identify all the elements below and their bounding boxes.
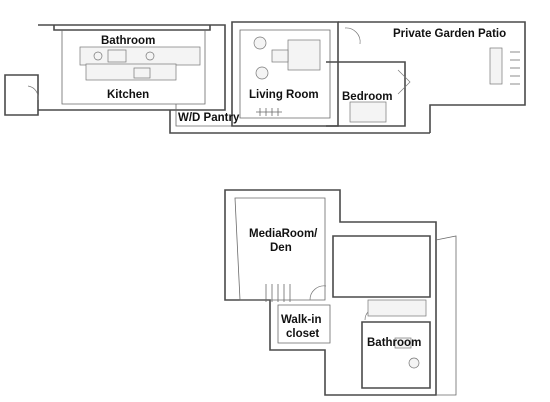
living-room-walls bbox=[231, 21, 339, 127]
closet-shelf-icon bbox=[367, 299, 427, 317]
room-label-living-room: Living Room bbox=[249, 89, 319, 101]
entry-stoop bbox=[4, 74, 39, 116]
living-room-inner bbox=[239, 29, 331, 119]
patio-walls bbox=[338, 21, 526, 133]
armchair-icon bbox=[253, 36, 267, 50]
bedroom-walls bbox=[326, 61, 406, 127]
room-label-wd-pantry: W/D Pantry bbox=[178, 112, 240, 124]
lower-stairs-icon bbox=[265, 284, 291, 302]
closet-door-icon bbox=[397, 69, 411, 95]
room-label-bathroom: Bathroom bbox=[101, 35, 155, 47]
closet-walls bbox=[277, 304, 331, 344]
patio-planter-icon bbox=[489, 47, 503, 85]
kitchen-counter-icon bbox=[85, 63, 177, 81]
patio-door-icon bbox=[344, 27, 361, 45]
room-label-kitchen: Kitchen bbox=[107, 89, 149, 101]
sink-icon bbox=[93, 51, 103, 61]
room-label-bedroom: Bedroom bbox=[342, 91, 392, 103]
toilet-icon bbox=[408, 357, 420, 369]
kitchen-block-walls bbox=[38, 24, 226, 111]
hall-wall bbox=[169, 110, 430, 134]
tub-icon bbox=[107, 49, 127, 63]
room-label-lower-bathroom: Bathroom bbox=[367, 337, 421, 349]
toilet-icon bbox=[145, 51, 155, 61]
coffee-table-icon bbox=[271, 49, 289, 63]
lower-bedroom-walls bbox=[332, 235, 431, 298]
stove-icon bbox=[133, 67, 151, 79]
patio-steps-icon bbox=[510, 51, 520, 85]
entry-door-icon bbox=[27, 85, 39, 101]
room-label-walk-in-closet: Walk-in closet bbox=[281, 314, 325, 340]
room-label-media-room: MediaRoom/ Den bbox=[249, 228, 321, 254]
lower-floor-outline bbox=[224, 189, 437, 396]
armchair-icon bbox=[255, 66, 269, 80]
kitchen-inner-wall bbox=[61, 30, 206, 105]
lower-bathroom-walls bbox=[361, 321, 431, 389]
vanity-icon bbox=[394, 337, 412, 349]
lower-floor: MediaRoom/ Den Walk-in closet Bathroom bbox=[224, 189, 457, 396]
media-room-walls bbox=[234, 197, 326, 301]
media-door-icon bbox=[309, 285, 327, 301]
kitchen-upper-wall bbox=[53, 25, 211, 31]
bed-icon bbox=[349, 101, 387, 123]
pantry-wall bbox=[175, 104, 240, 127]
living-stairs-icon bbox=[256, 108, 282, 116]
upper-floor: Bathroom Kitchen W/D Pantry Living Room … bbox=[4, 21, 526, 134]
lower-side-wing bbox=[435, 235, 457, 396]
sofa-icon bbox=[287, 39, 321, 71]
room-label-private-garden-patio: Private Garden Patio bbox=[393, 28, 506, 40]
